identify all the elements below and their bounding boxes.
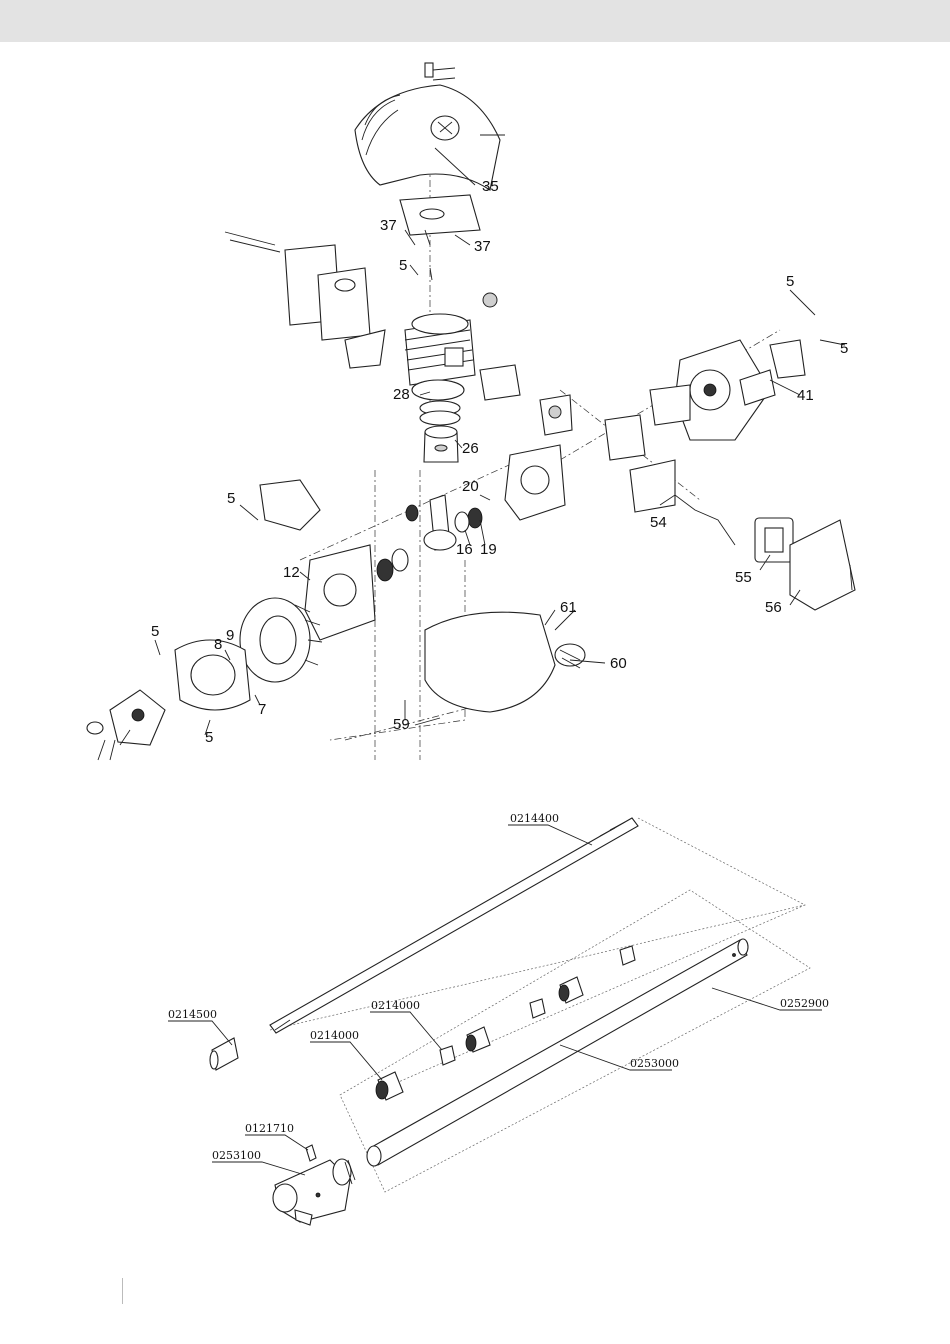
callout-label: 12: [283, 564, 300, 581]
clutch-cover-part: [87, 640, 250, 745]
callout-label: 28: [393, 386, 410, 403]
callout-label: 60: [610, 655, 627, 672]
callout-label: 5: [227, 490, 235, 507]
callout-label: 41: [797, 387, 814, 404]
part-code-label: 0214400: [510, 812, 559, 825]
callout-label: 59: [393, 716, 410, 733]
callout-label: 5: [205, 729, 213, 746]
ignition-coil-part: [260, 480, 320, 530]
footer-divider: [122, 1278, 123, 1304]
fuel-tank-part: [425, 612, 585, 712]
callout-label: 19: [480, 541, 497, 558]
callout-label: 7: [258, 701, 266, 718]
callout-label: 37: [474, 238, 491, 255]
piston-part: [424, 426, 458, 462]
cylinder-part: [405, 314, 475, 385]
callout-label: 26: [462, 440, 479, 457]
callout-label: 56: [765, 599, 782, 616]
engine-assembly: 35 37 37 5 5 5 28 26 41 20 16 19 5 54 12…: [87, 63, 855, 760]
callout-label: 8: [214, 636, 222, 653]
crankshaft-part: [377, 495, 482, 581]
callout-label: 61: [560, 599, 577, 616]
part-code-label: 0214000: [371, 999, 420, 1012]
air-filter-part: [755, 518, 855, 610]
callout-label: 5: [840, 340, 848, 357]
callout-label: 9: [226, 627, 234, 644]
coupling-housing-part: [273, 1145, 355, 1225]
callout-label: 35: [482, 178, 499, 195]
part-code-label: 0121710: [245, 1122, 294, 1135]
callout-label: 5: [151, 623, 159, 640]
part-code-label: 0214000: [310, 1029, 359, 1042]
carburetor-part: [480, 293, 645, 460]
callout-label: 55: [735, 569, 752, 586]
callout-label: 5: [786, 273, 794, 290]
callout-label: 54: [650, 514, 667, 531]
part-code-label: 0253100: [212, 1149, 261, 1162]
callout-label: 37: [380, 217, 397, 234]
part-code-label: 0214500: [168, 1008, 217, 1021]
part-code-label: 0253000: [630, 1057, 679, 1070]
part-code-label: 0252900: [780, 997, 829, 1010]
callout-label: 5: [399, 257, 407, 274]
starter-housing-part: [650, 340, 805, 440]
gasket-part: [412, 380, 464, 400]
outer-tube-part: [367, 939, 748, 1166]
callout-label: 16: [456, 541, 473, 558]
muffler-part: [225, 232, 385, 368]
square-pin-part: [210, 1038, 238, 1070]
callout-label: 20: [462, 478, 479, 495]
shaft-assembly: 0214400 0214500 0214000 0214000 0252900 …: [168, 812, 829, 1225]
flex-shaft-part: [270, 818, 638, 1033]
fan-cover-part: [355, 63, 505, 190]
